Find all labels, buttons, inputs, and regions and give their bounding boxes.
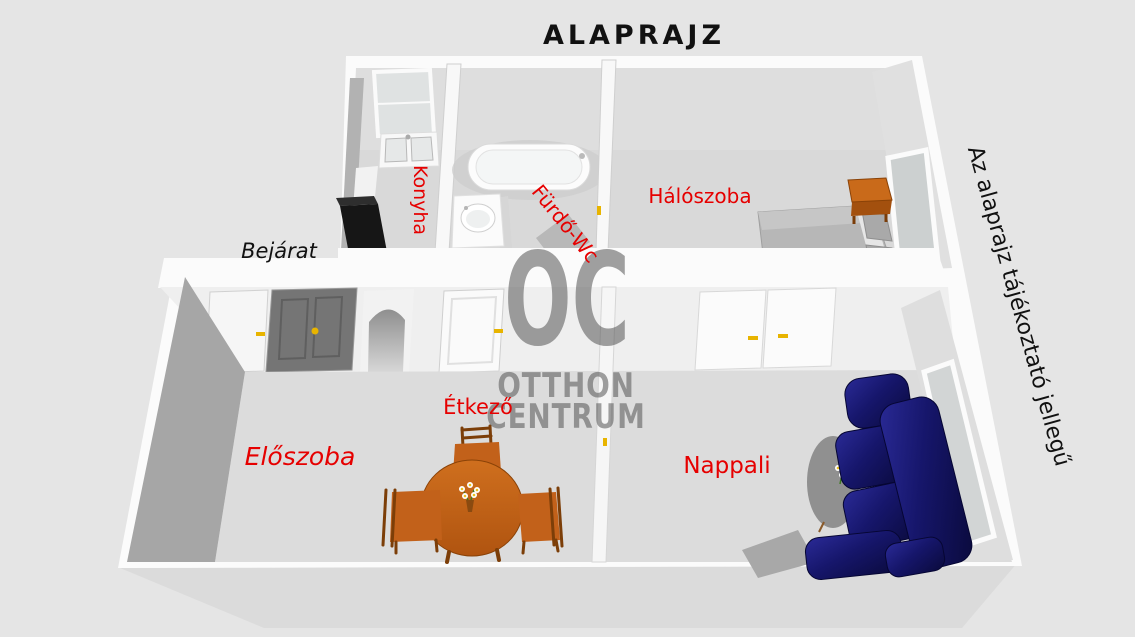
dining-chair-left	[381, 488, 442, 555]
middle-wall-top	[158, 248, 950, 288]
entrance-door	[265, 287, 358, 373]
double-door-handle-left	[748, 336, 758, 340]
bathroom-door	[438, 288, 505, 374]
bathroom-door-handle	[494, 329, 503, 333]
dining-living-door-handle	[603, 438, 607, 446]
label-bedroom: Hálószoba	[648, 184, 751, 208]
table-flowers	[459, 482, 480, 512]
label-hallway: Előszoba	[245, 442, 356, 471]
dining-set	[381, 424, 564, 564]
watermark-logo: OC	[504, 226, 630, 375]
double-door-handle-right	[778, 334, 788, 338]
watermark-line2: CENTRUM	[486, 397, 645, 436]
back-wall-face	[352, 68, 922, 150]
bathtub	[452, 140, 608, 200]
label-dining: Étkező	[443, 394, 513, 419]
kitchen-sink	[378, 131, 440, 169]
dining-chair-right	[518, 486, 564, 555]
closet-door-handle	[256, 332, 265, 336]
entrance-door-handle	[311, 327, 319, 335]
nightstand	[847, 177, 893, 224]
arch-opening	[360, 289, 414, 375]
label-entrance: Bejárat	[241, 239, 318, 263]
living-shadow	[742, 530, 816, 578]
base-skirt	[120, 562, 1018, 628]
label-kitchen: Konyha	[409, 165, 431, 235]
left-wall-face	[127, 277, 245, 562]
bottom-row	[127, 277, 1013, 581]
middle-wall	[158, 248, 956, 375]
kitchen-window	[371, 67, 437, 139]
dining-living-wall	[591, 286, 617, 563]
label-living: Nappali	[683, 453, 770, 479]
living-double-door	[694, 287, 837, 371]
watermark-line1: OTTHON	[497, 366, 635, 405]
sofa	[804, 373, 973, 581]
tub-faucet	[579, 153, 585, 159]
washbasin	[451, 193, 512, 250]
bathroom-door-handle	[597, 206, 601, 215]
watermark: OC OTTHON CENTRUM	[486, 226, 645, 437]
page-title: ALAPRAJZ	[543, 20, 725, 51]
